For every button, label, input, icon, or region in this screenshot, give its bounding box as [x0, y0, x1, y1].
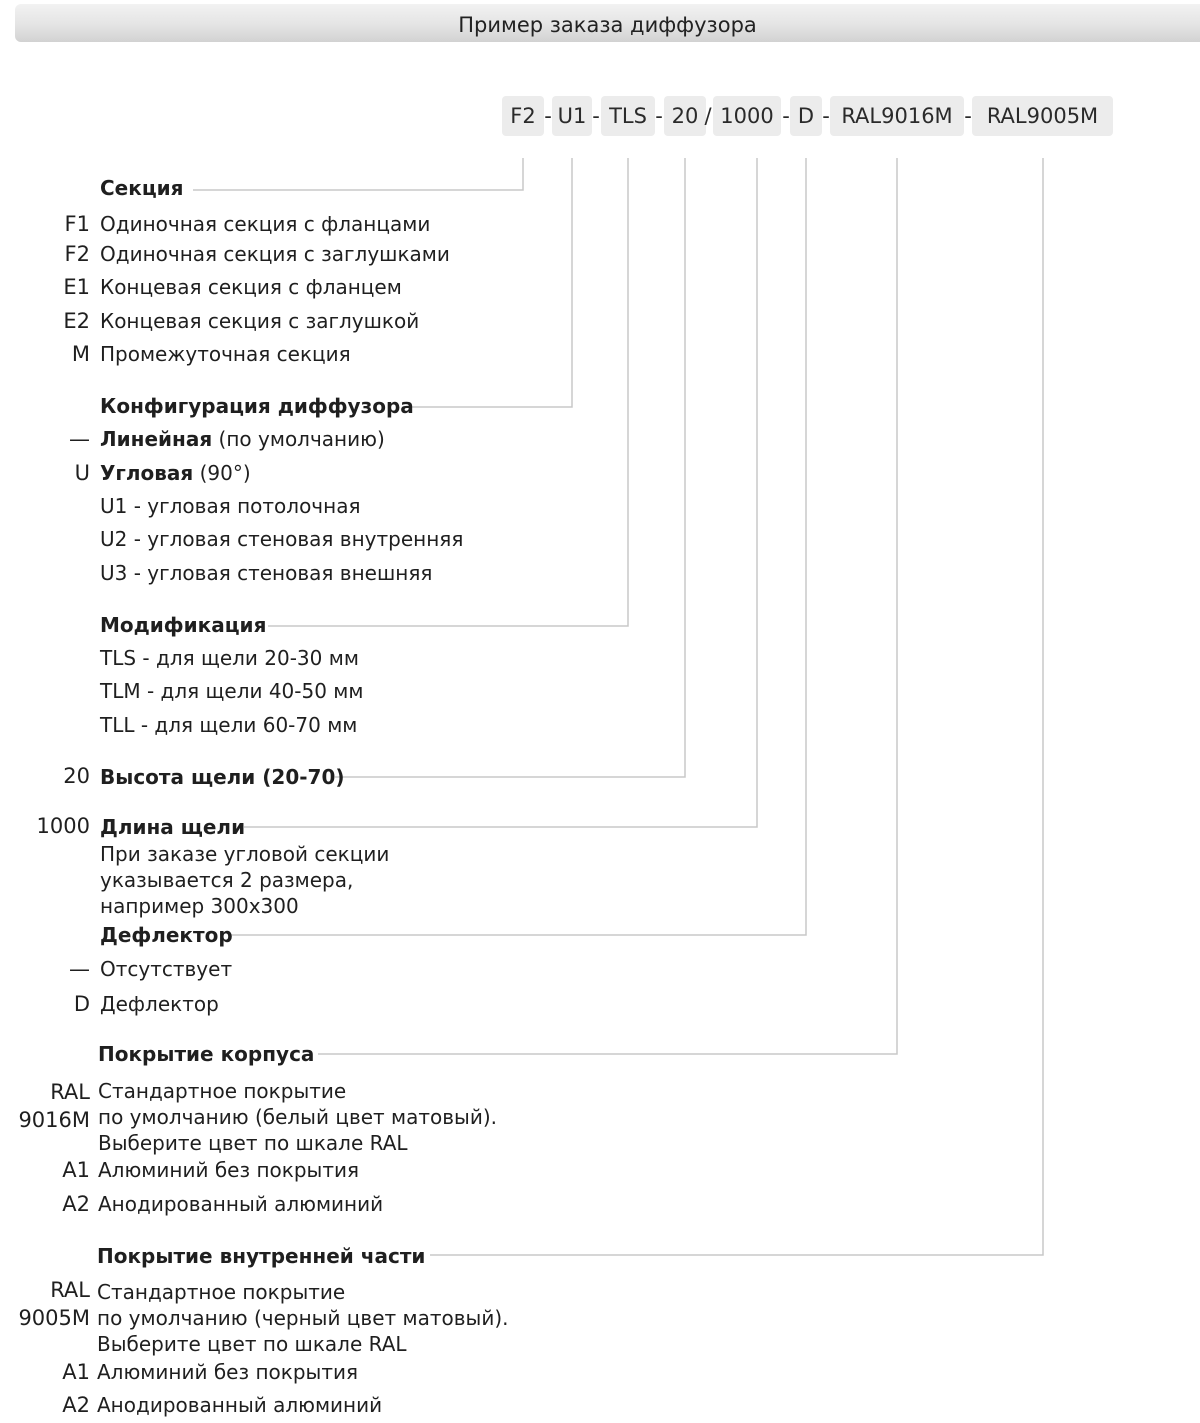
connector-deflector: [230, 158, 807, 936]
connector-section: [193, 158, 524, 191]
inner-coating-title: Покрытие внутренней части: [97, 1244, 426, 1268]
section-text-f2: Одиночная секция с заглушками: [100, 242, 450, 266]
config-code-linear: —: [69, 427, 90, 451]
connector-length: [244, 158, 758, 828]
body-coating-code-a1: A1: [62, 1158, 90, 1182]
height-code: 20: [63, 764, 90, 788]
inner-coating-code-a1: A1: [62, 1360, 90, 1384]
section-text-m: Промежуточная секция: [100, 342, 351, 366]
page-title: Пример заказа диффузора: [458, 13, 757, 37]
config-title: Конфигурация диффузора: [100, 394, 414, 418]
section-code-m: M: [71, 342, 90, 366]
length-title: Длина щели: [100, 815, 246, 839]
section-code-e2: E2: [63, 309, 90, 333]
code-part-config: U1: [552, 96, 592, 136]
inner-coating-ral-code: RAL 9005M: [18, 1278, 90, 1330]
code-separator: -: [822, 104, 830, 128]
body-coating-ral-text: Стандартное покрытие по умолчанию (белый…: [98, 1079, 498, 1155]
config-linear-note: (по умолчанию): [212, 427, 385, 451]
inner-coating-text-a1: Алюминий без покрытия: [97, 1360, 359, 1384]
deflector-text-d: Дефлектор: [100, 992, 219, 1016]
code-part-modification: TLS: [601, 96, 655, 136]
code-part-length: 1000: [713, 96, 781, 136]
section-code-f1: F1: [64, 212, 90, 236]
code-separator: -: [592, 104, 600, 128]
section-code-f2: F2: [64, 242, 90, 266]
config-linear-name: Линейная: [100, 427, 213, 451]
inner-coating-ral-text: Стандартное покрытие по умолчанию (черны…: [97, 1280, 509, 1356]
connector-modification: [268, 158, 629, 627]
code-separator: /: [704, 104, 712, 128]
config-code-angular: U: [74, 461, 90, 485]
modification-tlm: TLM - для щели 40-50 мм: [100, 679, 364, 703]
header-banner: Пример заказа диффузора: [15, 4, 1200, 42]
config-linear: Линейная (по умолчанию): [100, 427, 385, 451]
config-angular-note: (90°): [193, 461, 251, 485]
code-separator: -: [964, 104, 972, 128]
code-part-section: F2: [502, 96, 544, 136]
inner-coating-text-a2: Анодированный алюминий: [97, 1393, 383, 1417]
code-part-inner-coating: RAL9005M: [972, 96, 1113, 136]
body-coating-text-a2: Анодированный алюминий: [98, 1192, 384, 1216]
connector-config: [407, 158, 573, 408]
connector-body-coating: [318, 158, 898, 1055]
body-coating-code-a2: A2: [62, 1192, 90, 1216]
inner-coating-code-a2: A2: [62, 1393, 90, 1417]
section-text-f1: Одиночная секция с фланцами: [100, 212, 431, 236]
deflector-code-none: —: [69, 957, 90, 981]
connector-inner-coating: [430, 158, 1044, 1256]
modification-tls: TLS - для щели 20-30 мм: [100, 646, 359, 670]
config-angular-name: Угловая: [100, 461, 194, 485]
config-subitem-u2: U2 - угловая стеновая внутренняя: [100, 527, 464, 551]
connector-height: [335, 158, 686, 778]
code-part-body-coating: RAL9016M: [830, 96, 964, 136]
config-angular: Угловая (90°): [100, 461, 251, 485]
body-coating-title: Покрытие корпуса: [98, 1042, 315, 1066]
deflector-text-none: Отсутствует: [100, 957, 233, 981]
modification-tll: TLL - для щели 60-70 мм: [100, 713, 358, 737]
body-coating-text-a1: Алюминий без покрытия: [98, 1158, 360, 1182]
deflector-title: Дефлектор: [100, 923, 233, 947]
config-subitem-u1: U1 - угловая потолочная: [100, 494, 361, 518]
modification-title: Модификация: [100, 613, 267, 637]
body-coating-ral-code: RAL 9016M: [18, 1080, 90, 1132]
code-part-deflector: D: [790, 96, 822, 136]
code-separator: -: [782, 104, 790, 128]
length-note: При заказе угловой секции указывается 2 …: [100, 842, 390, 918]
config-subitem-u3: U3 - угловая стеновая внешняя: [100, 561, 433, 585]
section-code-e1: E1: [63, 275, 90, 299]
section-text-e1: Концевая секция с фланцем: [100, 275, 402, 299]
section-text-e2: Концевая секция с заглушкой: [100, 309, 420, 333]
code-part-height: 20: [664, 96, 706, 136]
code-separator: -: [655, 104, 663, 128]
deflector-code-d: D: [73, 992, 90, 1016]
section-title: Секция: [100, 176, 184, 200]
length-code: 1000: [36, 814, 90, 838]
height-title: Высота щели (20-70): [100, 765, 345, 789]
code-separator: -: [544, 104, 552, 128]
